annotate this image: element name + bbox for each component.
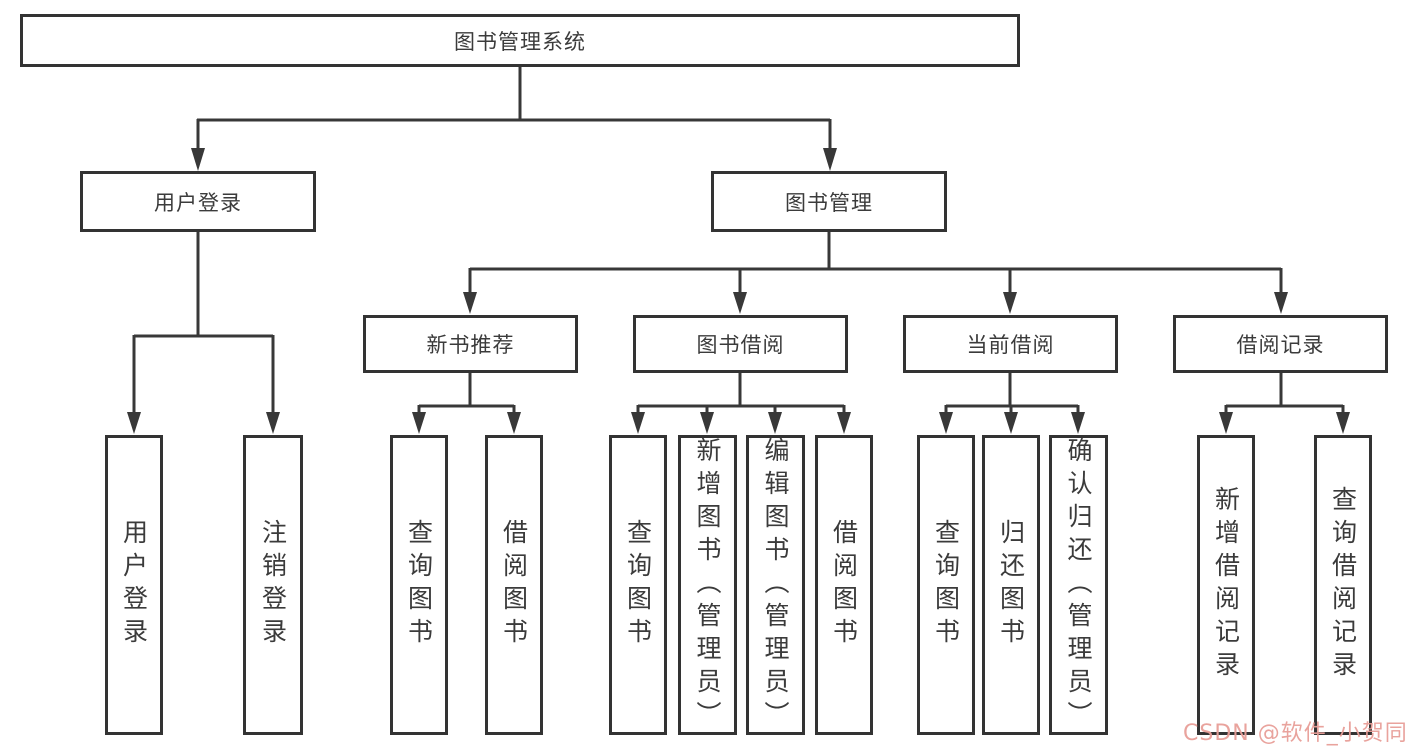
leaf-confirm-return-admin: 确认归还（管理员） [1049, 435, 1108, 735]
node-label: 新增图书（管理员） [693, 436, 722, 734]
node-label: 图书借阅 [696, 333, 785, 357]
node-label: 确认归还（管理员） [1064, 436, 1093, 734]
leaf-edit-books-admin: 编辑图书（管理员） [746, 435, 805, 735]
leaf-query-borrow-record: 查询借阅记录 [1314, 435, 1372, 735]
node-library-management-system: 图书管理系统 [20, 14, 1020, 67]
node-label: 注销登录 [258, 519, 288, 651]
node-current-borrowing: 当前借阅 [903, 315, 1118, 373]
node-label: 查询借阅记录 [1328, 486, 1358, 684]
node-label: 当前借阅 [966, 333, 1055, 357]
node-label: 新增借阅记录 [1211, 486, 1241, 684]
leaf-logout: 注销登录 [243, 435, 303, 735]
leaf-add-borrow-record: 新增借阅记录 [1197, 435, 1255, 735]
node-label: 新书推荐 [426, 333, 515, 357]
node-label: 借阅图书 [499, 519, 529, 651]
node-label: 查询图书 [623, 519, 653, 651]
leaf-borrow-books-recommend: 借阅图书 [485, 435, 543, 735]
node-label: 用户登录 [119, 519, 149, 651]
node-label: 借阅图书 [829, 519, 859, 651]
node-label: 查询图书 [404, 519, 434, 651]
leaf-user-login: 用户登录 [105, 435, 163, 735]
leaf-borrow-books: 借阅图书 [815, 435, 873, 735]
node-label: 图书管理 [785, 190, 873, 215]
leaf-query-books-current: 查询图书 [917, 435, 975, 735]
node-user-login: 用户登录 [80, 171, 316, 232]
csdn-watermark: CSDN @软件_小贺同学 [1183, 721, 1405, 746]
node-label: 用户登录 [154, 190, 242, 215]
node-new-book-recommendation: 新书推荐 [363, 315, 578, 373]
node-label: 图书管理系统 [454, 29, 586, 54]
node-label: 归还图书 [996, 519, 1026, 651]
node-borrowing-records: 借阅记录 [1173, 315, 1388, 373]
leaf-return-books: 归还图书 [982, 435, 1040, 735]
node-book-borrowing: 图书借阅 [633, 315, 848, 373]
node-book-management: 图书管理 [711, 171, 947, 232]
node-label: 查询图书 [931, 519, 961, 651]
leaf-add-books-admin: 新增图书（管理员） [678, 435, 737, 735]
leaf-query-books-borrowing: 查询图书 [609, 435, 667, 735]
leaf-query-books-recommend: 查询图书 [390, 435, 448, 735]
node-label: 编辑图书（管理员） [761, 436, 790, 734]
node-label: 借阅记录 [1236, 333, 1325, 357]
